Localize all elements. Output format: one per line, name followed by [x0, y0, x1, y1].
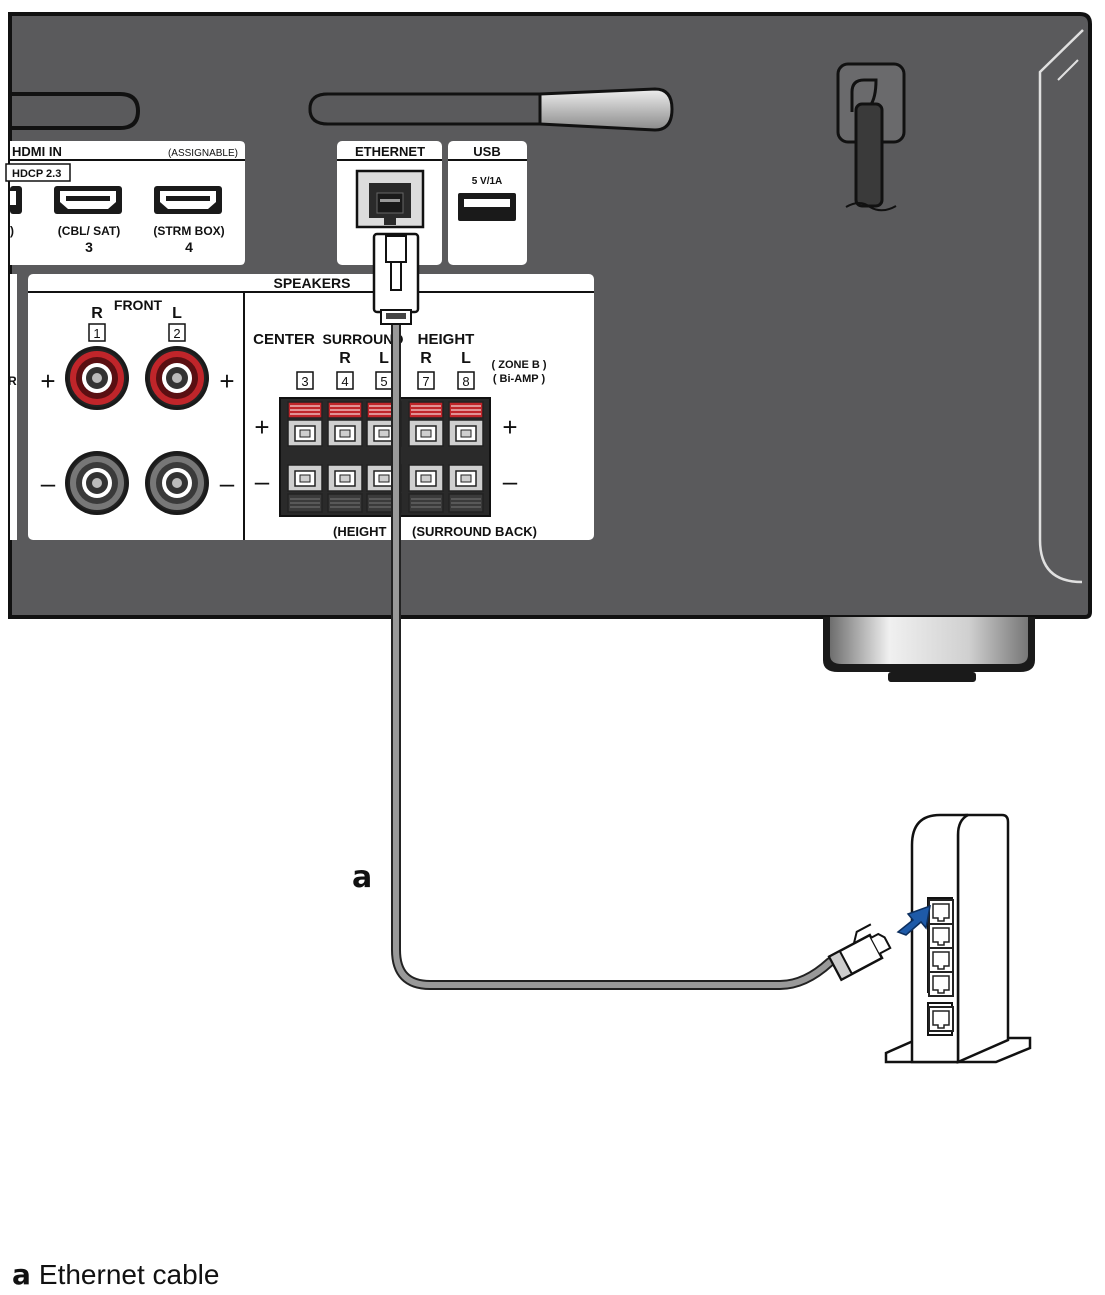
front-right-num: 1: [93, 326, 100, 341]
usb-label: USB: [473, 144, 500, 159]
router-wan-port-icon: [928, 1006, 954, 1032]
hdmi-port-icon: [54, 186, 122, 214]
height-left-num: 8: [462, 374, 469, 389]
hdmi-port-4-name: (STRM BOX): [153, 224, 224, 238]
ethernet-panel: ETHERNET: [337, 141, 442, 265]
terminal-plus-right: +: [502, 412, 517, 442]
router-icon: [884, 813, 1032, 1064]
hdmi-in-panel: HDMI IN (ASSIGNABLE) HDCP 2.3 ) (CBL/ SA…: [5, 141, 245, 265]
ethernet-port-icon: [355, 169, 425, 229]
caption-letter: a: [12, 1258, 31, 1291]
center-num: 3: [301, 374, 308, 389]
height-label: HEIGHT: [418, 331, 475, 348]
speaker-terminal-block: [279, 397, 491, 517]
front-left-minus: –: [220, 468, 235, 498]
router-lan-port-icon: [928, 923, 954, 949]
speaker-binding-post-icon: [144, 345, 210, 411]
hdmi-port-3-name: (CBL/ SAT): [58, 224, 120, 238]
ethernet-cable: [372, 232, 892, 990]
hdmi-port-icon: [10, 186, 22, 214]
receiver-foot: [823, 617, 1035, 682]
usb-rating: 5 V/1A: [472, 176, 503, 187]
caption-text: Ethernet cable: [38, 1259, 220, 1290]
front-left-plus: +: [219, 366, 234, 396]
surround-right-label: R: [339, 350, 351, 367]
hdmi-assignable-label: (ASSIGNABLE): [168, 148, 238, 159]
hdmi-port-4-number: 4: [185, 239, 193, 255]
speaker-terminal-column: [327, 401, 363, 513]
height-left-label: L: [461, 350, 471, 367]
front-right-minus: –: [41, 468, 56, 498]
speakers-panel: SPEAKERS FRONT R L 1 2 + + – – CENTER SU…: [28, 274, 594, 540]
speaker-terminal-column: [287, 401, 323, 513]
front-right-label: R: [91, 305, 103, 322]
zone-b-label: ( ZONE B ): [492, 359, 547, 371]
front-label: FRONT: [114, 297, 163, 313]
power-cord-inlet: [836, 62, 906, 212]
wireless-antenna: [308, 87, 674, 132]
terminal-minus-right: –: [503, 466, 518, 496]
hdcp-label: HDCP 2.3: [12, 168, 61, 180]
callout-letter: a: [352, 860, 372, 895]
hdmi-in-title: HDMI IN: [12, 144, 62, 159]
speaker-terminal-column: [408, 401, 444, 513]
hdmi-partial-label: ): [10, 224, 14, 238]
usb-panel: USB 5 V/1A: [448, 141, 527, 265]
bi-amp-label: ( Bi-AMP ): [493, 373, 546, 385]
speaker-binding-post-icon: [64, 345, 130, 411]
av-receiver: HDMI IN (ASSIGNABLE) HDCP 2.3 ) (CBL/ SA…: [5, 12, 1092, 682]
ethernet-plug-receiver: [372, 232, 420, 325]
surround-left-label: L: [379, 350, 389, 367]
speaker-binding-post-icon: [64, 450, 130, 516]
router-lan-port-icon: [928, 947, 954, 973]
front-left-label: L: [172, 305, 182, 322]
speaker-binding-post-icon: [144, 450, 210, 516]
height-right-label: R: [420, 350, 432, 367]
hdmi-port-3-number: 3: [85, 239, 93, 255]
speakers-title: SPEAKERS: [273, 275, 350, 291]
terminal-plus-left: +: [254, 412, 269, 442]
partial-speaker-label: R: [8, 374, 17, 388]
surround-right-num: 4: [341, 374, 348, 389]
usb-port-icon: [458, 193, 516, 221]
router-lan-port-icon: [928, 899, 954, 925]
router-lan-port-icon: [928, 971, 954, 997]
surround-label: SURROUND: [323, 331, 404, 347]
surround-back-label: (SURROUND BACK): [412, 524, 537, 539]
ethernet-plug-router: [827, 923, 892, 982]
height-bottom-label: (HEIGHT: [333, 524, 387, 539]
front-left-num: 2: [173, 326, 180, 341]
speaker-terminal-column: [448, 401, 484, 513]
arrow-icon: [896, 904, 931, 936]
center-label: CENTER: [253, 331, 315, 348]
front-right-plus: +: [40, 366, 55, 396]
terminal-minus-left: –: [255, 466, 270, 496]
ethernet-label: ETHERNET: [355, 144, 425, 159]
height-right-num: 7: [422, 374, 429, 389]
surround-left-num: 5: [380, 374, 387, 389]
hdmi-port-icon: [154, 186, 222, 214]
